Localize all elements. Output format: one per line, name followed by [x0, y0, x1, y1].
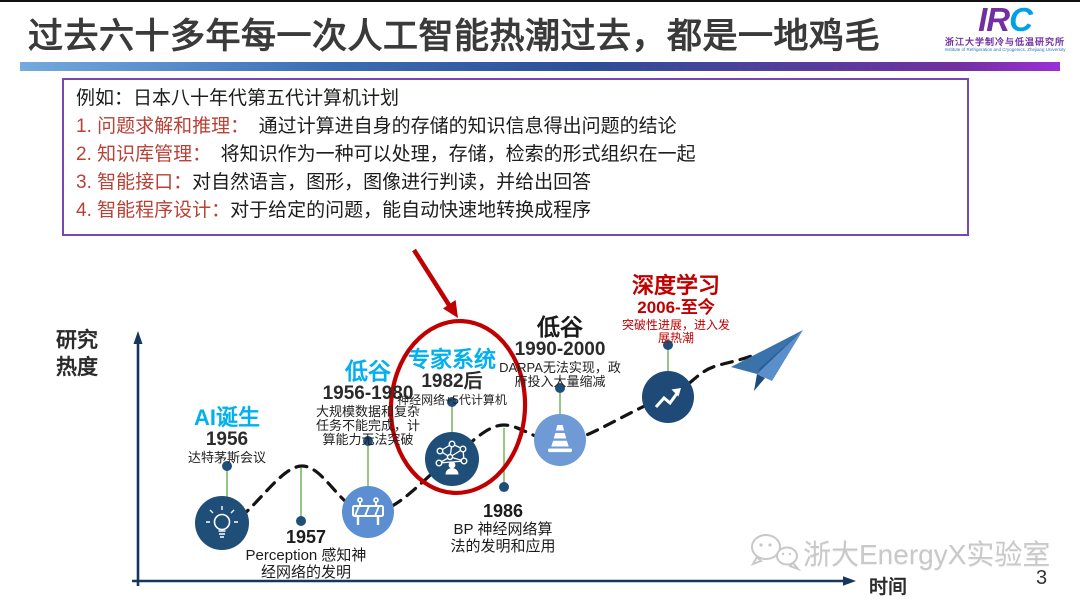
- example-box-item: 2. 知识库管理： 将知识作为一种可以处理，存储，检索的形式组织在一起: [76, 144, 696, 165]
- logo-ir-text: IR: [978, 1, 1010, 38]
- event-year: 1986: [482, 501, 524, 521]
- red-arrow-icon: [412, 248, 458, 318]
- event-1986: 1986 BP 神经网络算法的发明和应用: [423, 501, 583, 555]
- milestone-desc: 大规模数据和复杂任务不能完成，计算能力无法突破: [315, 404, 420, 447]
- paper-plane-icon: [731, 330, 803, 391]
- y-axis-arrowhead: [133, 331, 143, 344]
- lightbulb-icon: [206, 506, 238, 538]
- example-box-intro: 例如：日本八十年代第五代计算机计划: [76, 88, 400, 109]
- node-trough-1: [342, 486, 394, 538]
- red-ellipse-highlight: [388, 318, 528, 496]
- irc-logo-abbr: IRC: [936, 3, 1074, 36]
- milestone-expert-system: 专家系统 1982后 神经网络+5代计算机: [377, 348, 527, 407]
- milestone-ai-birth: AI诞生 1956 达特茅斯会议: [152, 406, 302, 465]
- logo-org-name-cn: 浙江大学制冷与低温研究所: [944, 37, 1065, 47]
- milestone-title: AI诞生: [193, 405, 260, 430]
- connector-lines: [226, 349, 669, 518]
- milestone-title: 低谷: [537, 314, 583, 340]
- hype-curve: [221, 352, 759, 528]
- node-ai-birth: [195, 496, 249, 550]
- milestone-period: 1990-2000: [514, 339, 606, 360]
- example-box-item: 3. 智能接口：对自然语言，图形，图像进行判读，并给出回答: [76, 172, 592, 193]
- irc-logo: IRC 浙江大学制冷与低温研究所 Institute of Refrigerat…: [936, 3, 1074, 53]
- milestone-trough-1: 低谷 1956-1980 大规模数据和复杂任务不能完成，计算能力无法突破: [293, 360, 443, 447]
- milestone-desc: 达特茅斯会议: [187, 450, 266, 465]
- milestone-period: 2006-至今: [637, 298, 715, 317]
- logo-c-text: C: [1009, 1, 1033, 38]
- watermark-text: 浙大EnergyX实验室: [803, 539, 1051, 570]
- roadblock-icon: [352, 497, 384, 525]
- logo-org-name-en: Institute of Refrigeration and Cryogenic…: [944, 47, 1066, 53]
- title-divider-bar: [20, 62, 1060, 71]
- milestone-title: 专家系统: [407, 347, 496, 372]
- top-border: [0, 0, 1080, 2]
- neural-network-icon: [435, 440, 468, 475]
- milestone-title: 深度学习: [631, 273, 720, 298]
- event-1957: 1957 Perception 感知神经网络的发明: [226, 527, 386, 581]
- page-title: 过去六十多年每一次人工智能热潮过去，都是一地鸡毛: [28, 17, 881, 56]
- example-box: 例如：日本八十年代第五代计算机计划 1. 问题求解和推理： 通过计算进自身的存储…: [62, 78, 969, 236]
- milestone-desc: DARPA无法实现，政府投入大量缩减: [499, 360, 621, 389]
- example-box-item: 4. 智能程序设计：对于给定的问题，能自动快速地转换成程序: [76, 200, 592, 221]
- milestone-desc: 神经网络+5代计算机: [397, 393, 507, 407]
- event-year: 1957: [285, 527, 327, 547]
- example-box-item: 1. 问题求解和推理： 通过计算进自身的存储的知识信息得出问题的结论: [76, 116, 677, 137]
- event-desc: BP 神经网络算法的发明和应用: [450, 521, 556, 555]
- node-trough-2: [534, 414, 586, 466]
- trend-up-icon: [654, 388, 681, 408]
- milestone-title: 低谷: [345, 358, 391, 384]
- milestone-period: 1982后: [421, 371, 483, 392]
- milestone-deep-learning: 深度学习 2006-至今 突破性进展，进入发展热潮: [601, 274, 751, 345]
- node-deep-learning: [642, 371, 694, 423]
- milestone-period: 1956: [205, 429, 249, 450]
- wechat-icon-eyes: [759, 543, 792, 556]
- connector-dots: [222, 340, 673, 526]
- wechat-icon: [750, 534, 802, 572]
- page-number: 3: [1036, 567, 1048, 589]
- x-axis-arrowhead: [843, 576, 856, 586]
- traffic-cone-icon: [548, 425, 572, 453]
- x-axis-label: 时间: [869, 577, 908, 598]
- event-desc: Perception 感知神经网络的发明: [245, 547, 367, 581]
- y-axis-label: 研究 热度: [56, 329, 98, 379]
- milestone-period: 1956-1980: [322, 383, 414, 404]
- milestone-trough-2: 低谷 1990-2000 DARPA无法实现，政府投入大量缩减: [485, 316, 635, 389]
- milestone-desc: 突破性进展，进入发展热潮: [621, 318, 730, 345]
